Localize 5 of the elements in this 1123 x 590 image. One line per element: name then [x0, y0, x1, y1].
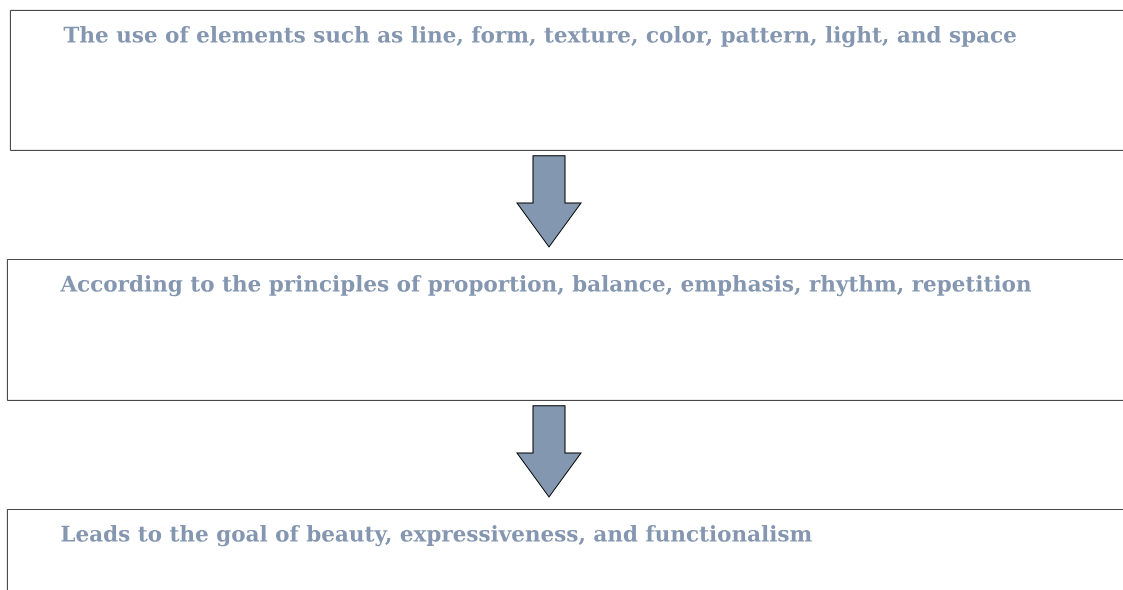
process-box: The use of elements such as line, form, texture, color, pattern, light, and space — [10, 10, 1123, 151]
process-box: According to the principles of proportion, balance, emphasis, rhythm, repetition — [7, 259, 1123, 401]
block-arrow — [516, 155, 582, 248]
process-box: Leads to the goal of beauty, expressiveness, and functionalism — [7, 509, 1123, 590]
block-arrow — [516, 405, 582, 498]
